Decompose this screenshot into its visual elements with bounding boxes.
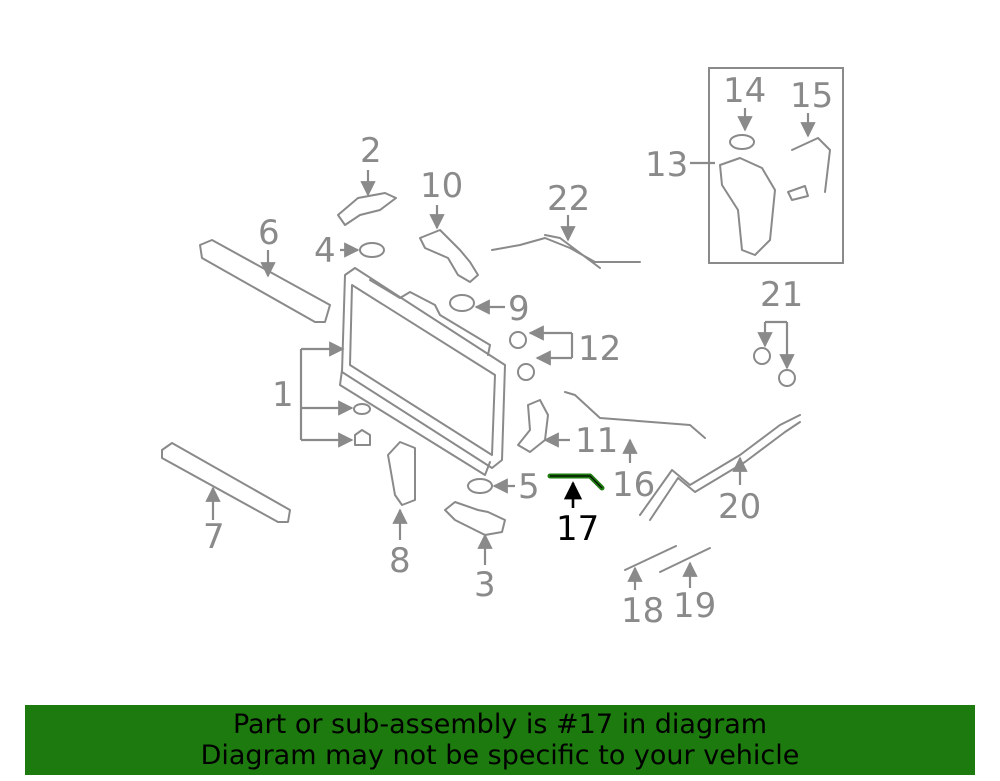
callout-18[interactable]: 18 [621, 591, 664, 631]
callout-19[interactable]: 19 [673, 586, 716, 626]
callout-11[interactable]: 11 [575, 421, 618, 461]
callout-2[interactable]: 2 [360, 131, 382, 171]
callout-20[interactable]: 20 [718, 487, 761, 527]
clip-21a-drawing [753, 347, 771, 365]
reservoir-group-box [708, 67, 844, 264]
callout-7[interactable]: 7 [203, 517, 225, 557]
clamp-12b-drawing [517, 363, 535, 381]
radiator-drawing [339, 267, 506, 476]
callout-10[interactable]: 10 [420, 166, 463, 206]
parts-diagram: 1 2 3 4 5 6 7 8 9 10 11 12 13 14 15 16 1… [161, 67, 844, 631]
rod-18-drawing [624, 545, 677, 571]
grommet-4-drawing [359, 242, 385, 258]
bracket-2-drawing [337, 192, 397, 226]
hose-11-drawing [517, 399, 549, 453]
pipe-16-drawing [564, 391, 706, 439]
callout-15[interactable]: 15 [790, 76, 833, 116]
bracket-3-drawing [444, 501, 506, 536]
callout-21[interactable]: 21 [760, 275, 803, 315]
bar-6-drawing [199, 239, 331, 323]
callout-9[interactable]: 9 [508, 289, 530, 329]
banner-line-2: Diagram may not be specific to your vehi… [200, 740, 800, 771]
callout-13[interactable]: 13 [645, 145, 688, 185]
callout-16[interactable]: 16 [612, 465, 655, 505]
notice-banner: Part or sub-assembly is #17 in diagram D… [25, 705, 975, 775]
rod-19-drawing [659, 547, 711, 573]
grommet-5-drawing [467, 478, 493, 494]
callout-12[interactable]: 12 [578, 329, 621, 369]
callout-5[interactable]: 5 [518, 467, 540, 507]
reservoir-13-drawing [719, 157, 776, 256]
callout-17[interactable]: 17 [556, 509, 599, 549]
callout-6[interactable]: 6 [258, 213, 280, 253]
banner-line-1: Part or sub-assembly is #17 in diagram [232, 709, 768, 740]
deflector-8-drawing [387, 441, 416, 506]
callout-3[interactable]: 3 [474, 565, 496, 605]
bolt-drawing [787, 185, 809, 201]
cap-9-drawing [449, 294, 475, 312]
lines-20-drawing [639, 414, 801, 521]
leader-lines [205, 108, 816, 590]
hose-10-drawing [419, 229, 479, 283]
hose-15-drawing [791, 137, 831, 193]
callout-14[interactable]: 14 [723, 71, 766, 111]
clamp-12a-drawing [509, 331, 527, 349]
callout-8[interactable]: 8 [389, 541, 411, 581]
callout-22[interactable]: 22 [547, 179, 590, 219]
cap-14-drawing [729, 134, 755, 150]
pipe-22-drawing [491, 234, 641, 269]
clip-21b-drawing [778, 369, 796, 387]
callout-1[interactable]: 1 [272, 375, 294, 415]
bar-7-drawing [161, 442, 291, 523]
pipe-17-drawing [547, 473, 605, 491]
callout-4[interactable]: 4 [314, 231, 336, 271]
